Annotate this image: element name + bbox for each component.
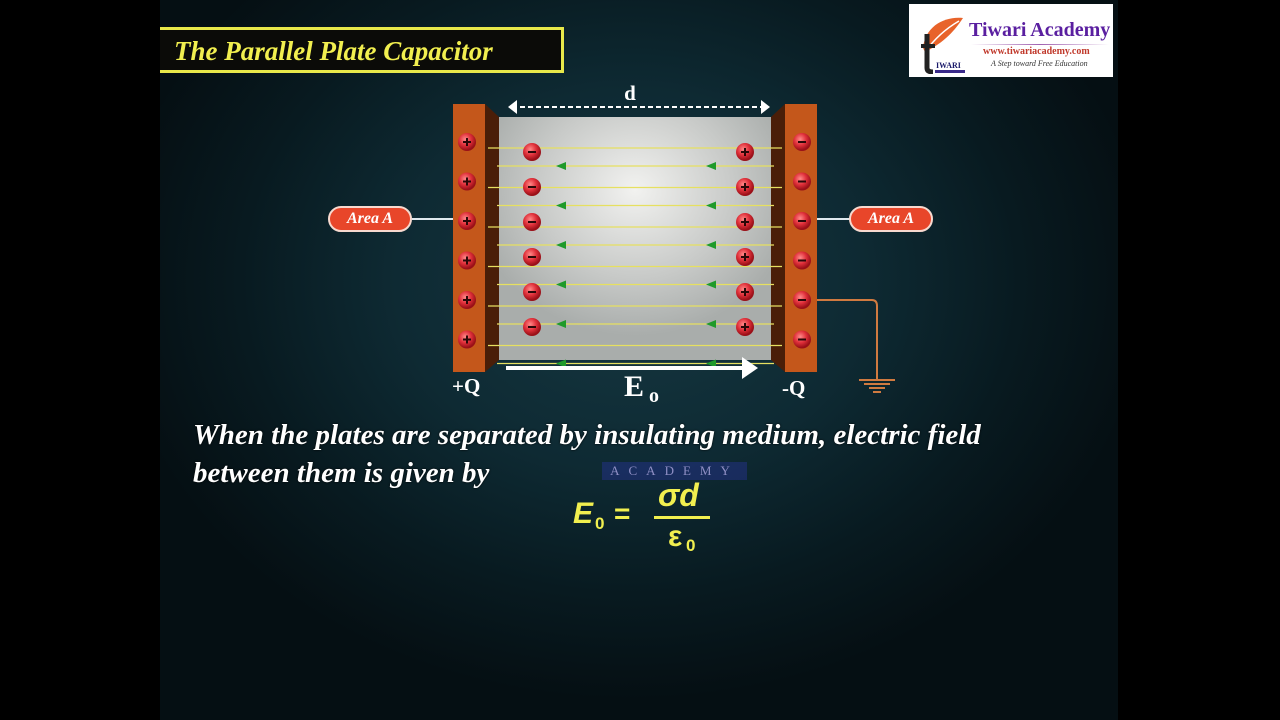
slide-title: The Parallel Plate Capacitor	[174, 36, 493, 66]
field-arrow-icon	[556, 241, 566, 249]
negative-plate-charge-icon	[793, 133, 811, 151]
positive-plate-charge-icon	[458, 291, 476, 309]
field-label: E	[624, 370, 644, 403]
explanation-line-2: between them is given by	[193, 457, 490, 489]
field-arrow-icon	[706, 201, 716, 210]
induced-negative-charge-icon	[523, 143, 541, 161]
field-arrow-head-icon	[742, 357, 758, 379]
logo-name: Tiwari Academy	[969, 19, 1111, 41]
negative-plate-charge-icon	[793, 172, 811, 191]
negative-plate-charge-icon	[793, 291, 811, 309]
field-arrow-icon	[706, 359, 716, 368]
charges	[458, 133, 811, 349]
capacitor-diagram: d E o +Q -Q	[412, 81, 895, 407]
induced-negative-charge-icon	[523, 178, 541, 196]
positive-plate-charge-icon	[458, 172, 476, 191]
explanation-text: When the plates are separated by insulat…	[193, 416, 1093, 492]
logo-mark-text: IWARI	[936, 61, 961, 70]
induced-negative-charge-icon	[523, 283, 541, 301]
field-arrow-icon	[556, 201, 566, 210]
equation-equals: =	[614, 498, 631, 529]
separation-label: d	[624, 81, 636, 105]
title-banner: The Parallel Plate Capacitor	[160, 27, 564, 73]
negative-plate-charge-icon	[793, 330, 811, 349]
explanation-line-1: When the plates are separated by insulat…	[193, 419, 981, 451]
induced-positive-charge-icon	[736, 143, 754, 161]
induced-positive-charge-icon	[736, 318, 754, 336]
separation-arrow-left-icon	[508, 100, 517, 114]
equation-denominator-subscript: 0	[686, 536, 696, 555]
tiwari-academy-logo: IWARI Tiwari Academy www.tiwariacademy.c…	[909, 4, 1113, 77]
induced-negative-charge-icon	[523, 248, 541, 266]
positive-plate-charge-icon	[458, 212, 476, 230]
fraction-bar	[654, 516, 710, 519]
logo-url[interactable]: www.tiwariacademy.com	[983, 46, 1090, 57]
equation-lhs-subscript: 0	[595, 514, 605, 533]
equation-numerator: σd	[658, 477, 699, 513]
field-arrow-icon	[706, 162, 716, 170]
field-arrow-icon	[556, 280, 566, 289]
right-area-badge: Area A	[849, 206, 933, 232]
dielectric-slab	[499, 117, 771, 360]
positive-plate-charge-icon	[458, 251, 476, 270]
academy-watermark: ACADEMY	[602, 462, 747, 480]
equation-lhs: E	[573, 497, 594, 530]
left-area-badge: Area A	[328, 206, 412, 232]
leaf-logo-icon: IWARI	[921, 17, 965, 74]
induced-positive-charge-icon	[736, 283, 754, 301]
separation-arrow-right-icon	[761, 100, 770, 114]
right-charge-label: -Q	[782, 376, 805, 400]
field-arrow-icon	[556, 359, 566, 368]
induced-positive-charge-icon	[736, 213, 754, 231]
field-subscript: o	[649, 385, 659, 407]
negative-plate-charge-icon	[793, 212, 811, 230]
left-plate-shadow	[485, 104, 499, 372]
induced-positive-charge-icon	[736, 178, 754, 196]
positive-plate-charge-icon	[458, 330, 476, 349]
induced-negative-charge-icon	[523, 318, 541, 336]
induced-negative-charge-icon	[523, 213, 541, 231]
right-plate-shadow	[771, 104, 785, 372]
positive-plate-charge-icon	[458, 133, 476, 151]
negative-plate-charge-icon	[793, 251, 811, 270]
field-arrow-icon	[556, 320, 566, 328]
logo-tagline: A Step toward Free Education	[991, 59, 1088, 68]
field-arrow-icon	[706, 320, 716, 328]
logo-divider	[971, 44, 1109, 45]
ground-wire	[817, 299, 878, 380]
field-arrow-icon	[706, 280, 716, 289]
left-charge-label: +Q	[452, 374, 480, 398]
equation-denominator: ε	[668, 520, 683, 553]
ground-icon	[859, 379, 895, 393]
field-arrow-icon	[706, 241, 716, 249]
induced-positive-charge-icon	[736, 248, 754, 266]
field-arrow-icon	[556, 162, 566, 170]
